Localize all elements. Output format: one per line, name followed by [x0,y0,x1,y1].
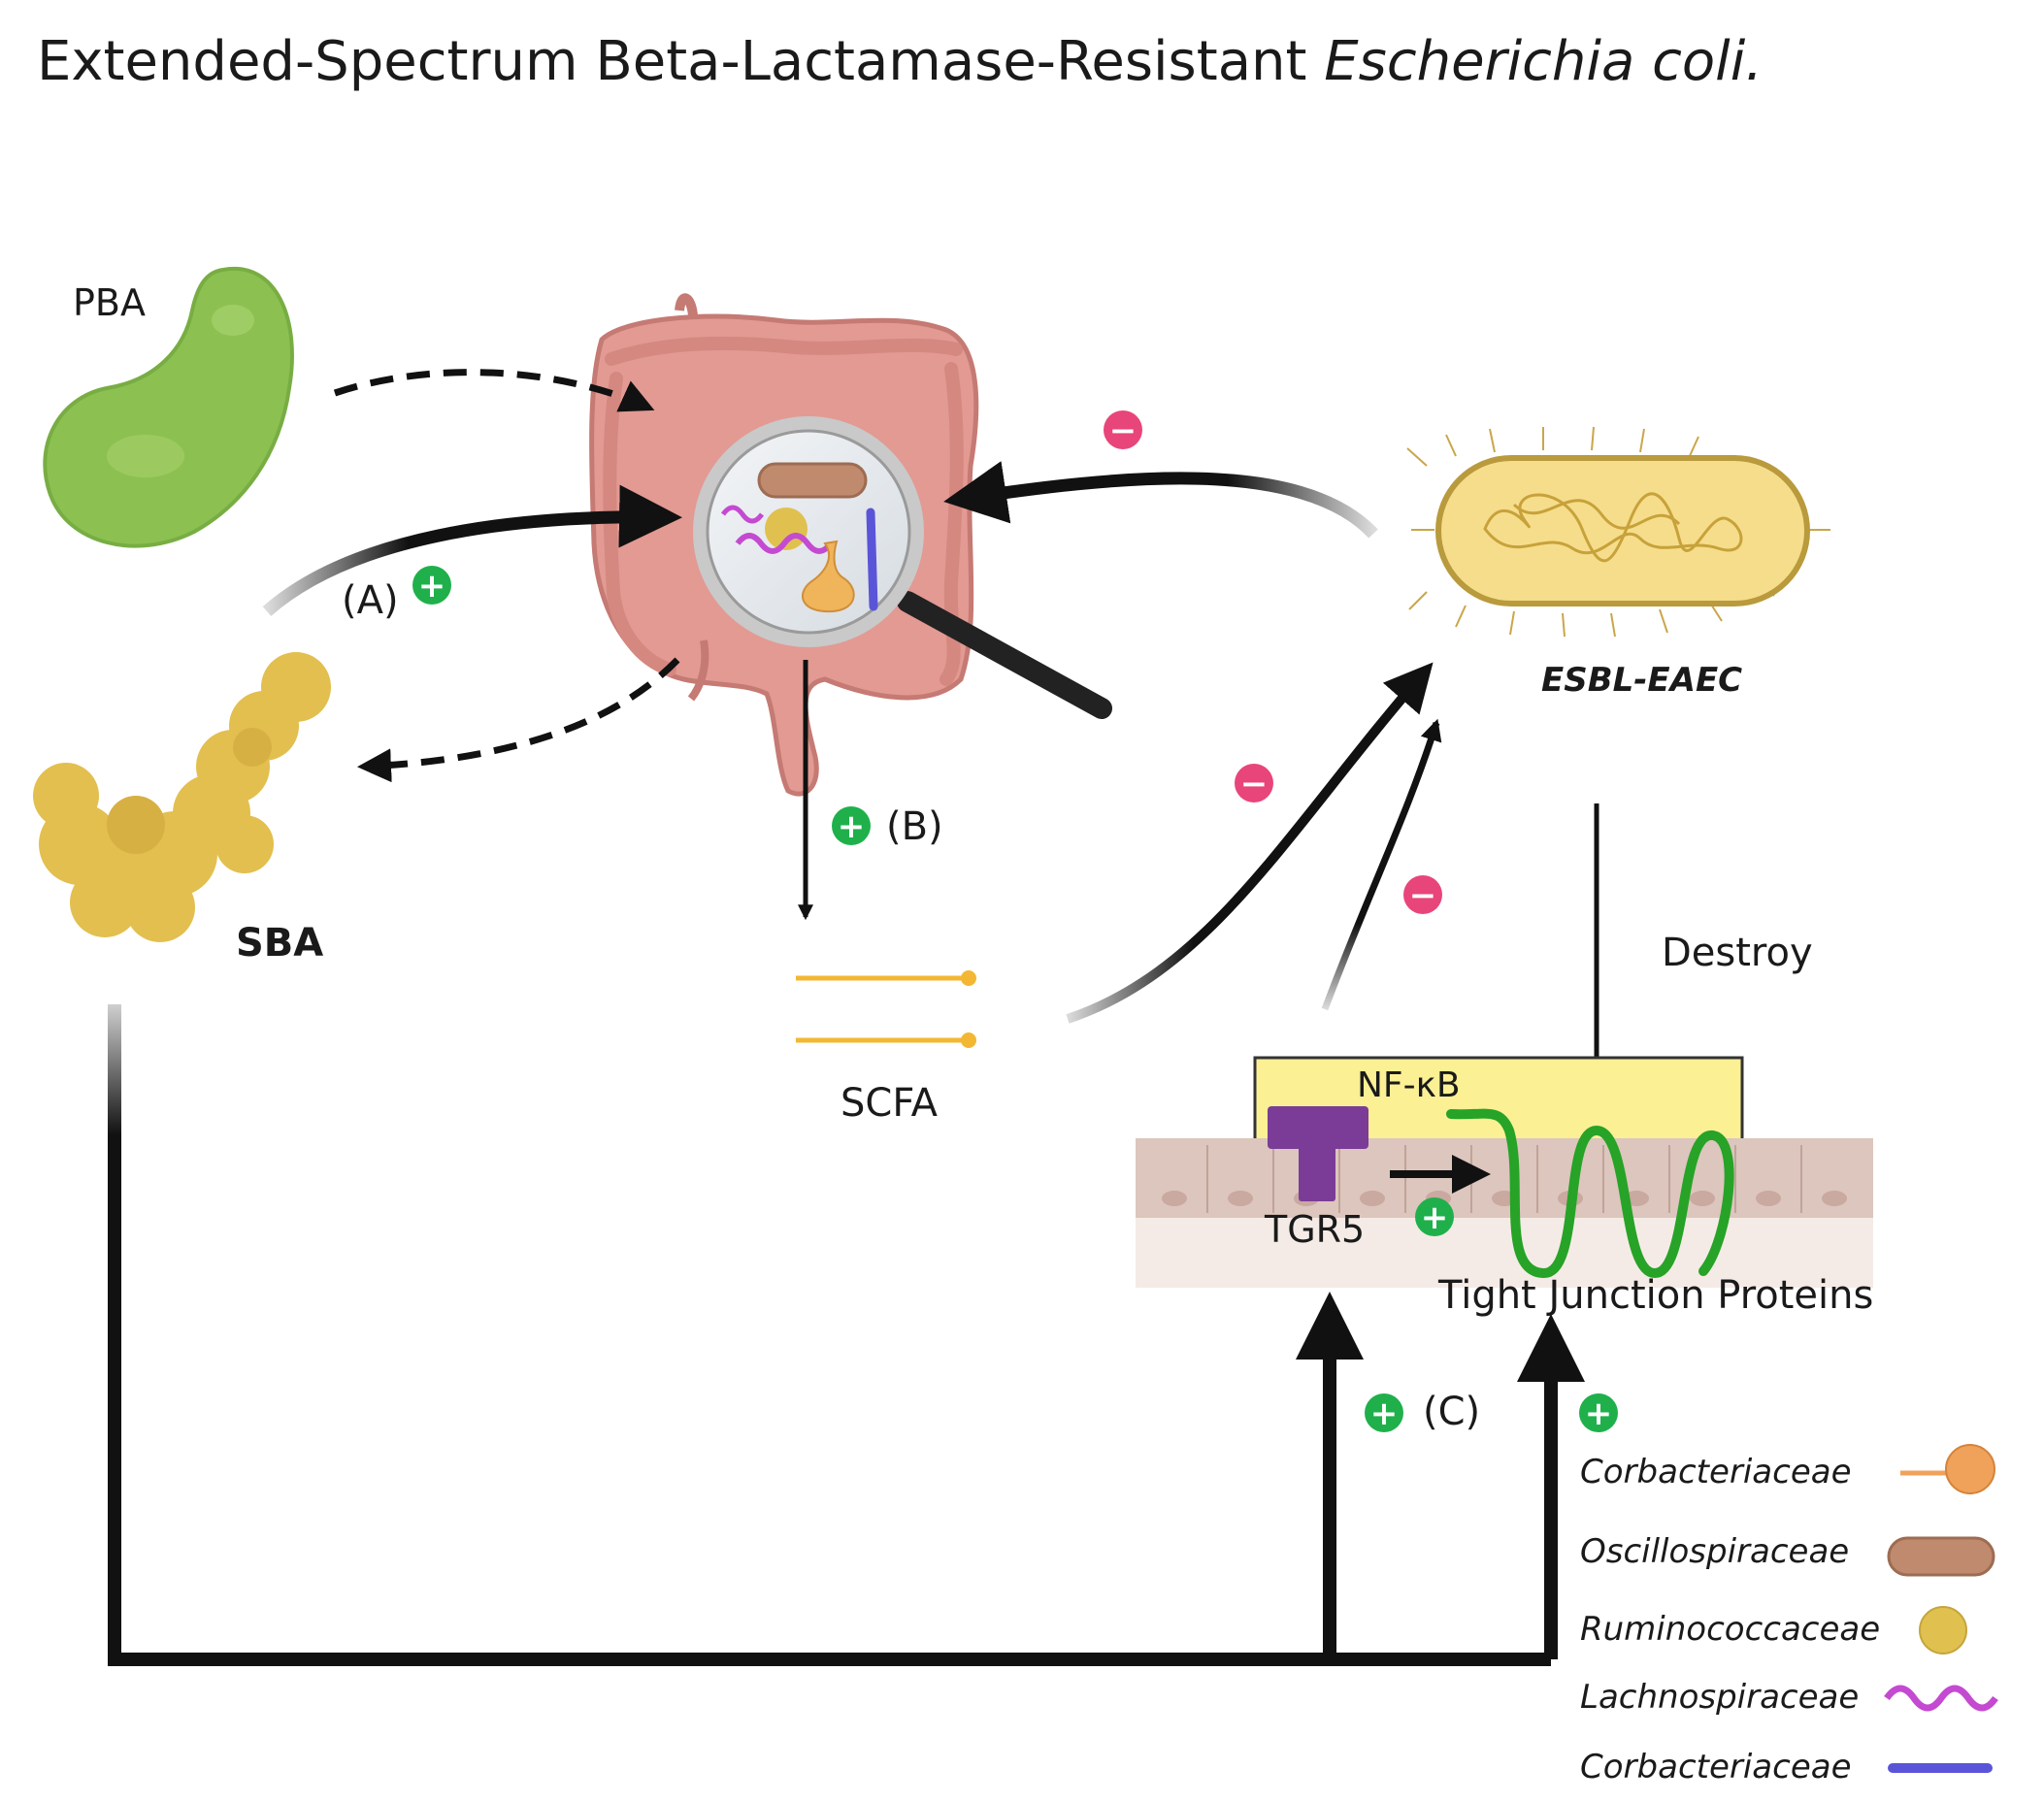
scfa-molecules [796,970,976,1048]
arrow-scfa-to-esbl [1066,662,1434,1024]
arrow-sba-loop-line [108,1004,1551,1666]
svg-text:−: − [1109,411,1137,450]
tight-junction-label: Tight Junction Proteins [1437,1273,1873,1318]
sba-label: SBA [236,921,323,966]
label-b: (B) [886,804,943,849]
svg-text:+: + [838,807,866,846]
plus-sign-icon: + [1579,1393,1618,1433]
destroy-label: Destroy [1662,931,1813,975]
svg-text:+: + [1585,1394,1613,1433]
legend-label: Ruminococcaceae [1580,1610,1880,1649]
figure-title: Extended-Spectrum Beta-Lactamase-Resista… [37,30,1763,93]
svg-text:−: − [1240,765,1269,803]
primary-bile-acid-blob [43,266,294,548]
label-c: (C) [1423,1390,1480,1434]
minus-sign-icon: − [1403,875,1442,915]
magnifying-glass-icon [693,416,1112,719]
violet-spiral-bacterium-icon [1884,1685,1998,1712]
label-a: (A) [342,578,399,623]
esbl-eaec-bacterium-icon [1406,426,1830,638]
nfkb-box [1253,1056,1744,1145]
legend-label: Corbacteriaceae [1580,1453,1852,1491]
tight-junction-proteins-icon [1446,1108,1734,1279]
svg-text:+: + [1421,1198,1449,1237]
nfkb-label: NF-κB [1357,1065,1461,1105]
intestinal-epithelium [1136,1138,1873,1288]
pba-label: PBA [73,281,146,324]
minus-sign-icon: − [1104,410,1142,450]
svg-text:−: − [1409,876,1437,915]
plus-sign-icon: + [1415,1197,1454,1237]
arrow-pba-to-intestine [333,369,655,412]
yellow-coccus-bacterium-icon [1919,1606,1967,1655]
plus-sign-icon: + [412,566,451,606]
tgr5-receptor-icon [1268,1106,1368,1201]
arrow-intestine-to-sba [357,657,680,783]
esbl-eaec-label: ESBL-EAEC [1541,661,1742,700]
plus-sign-icon: + [832,806,871,846]
arrow-a-to-intestine [262,484,682,616]
plus-sign-icon: + [1365,1393,1403,1433]
secondary-bile-acid-blob [33,652,331,942]
tgr5-label: TGR5 [1264,1208,1365,1251]
arrow-nfkb-to-esbl [1321,718,1442,1011]
scfa-label: SCFA [841,1081,939,1126]
legend: Corbacteriaceae Oscillospiraceae Ruminoc… [1580,1444,1998,1786]
arrow-esbl-to-intestine [943,461,1378,539]
legend-label: Lachnospiraceae [1580,1678,1859,1717]
svg-text:+: + [418,567,446,606]
legend-label: Corbacteriaceae [1580,1748,1852,1786]
orange-club-bacterium-icon [1900,1444,1995,1494]
brown-rod-bacterium-icon [1887,1536,1995,1577]
legend-label: Oscillospiraceae [1580,1532,1849,1571]
svg-text:+: + [1370,1394,1399,1433]
minus-sign-icon: − [1235,764,1273,803]
